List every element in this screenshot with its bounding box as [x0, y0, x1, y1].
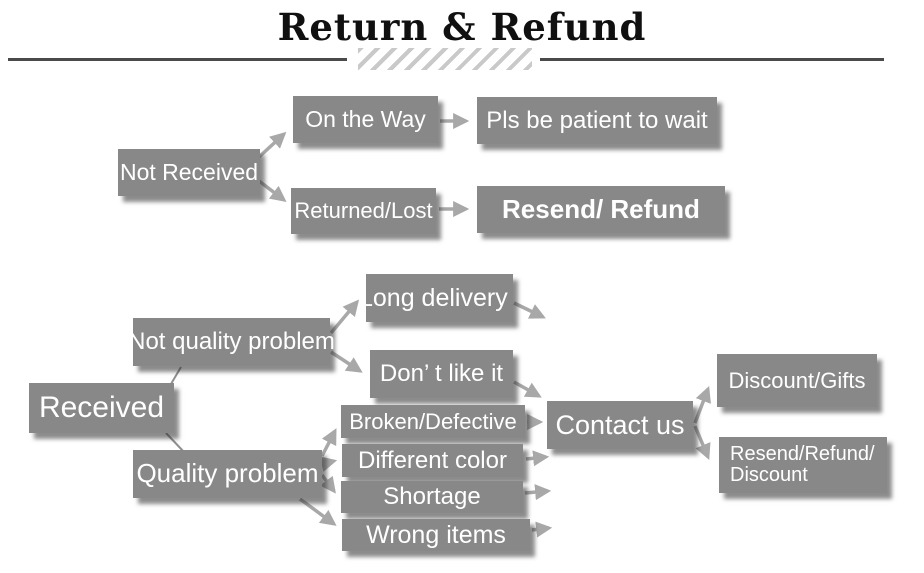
- arrow-quality-to-different-color: [319, 456, 338, 472]
- node-discount-gifts: Discount/Gifts: [717, 354, 877, 407]
- divider-line-right: [540, 58, 884, 61]
- arrow-long-delivery-to-contact-us: [513, 301, 546, 319]
- node-wrong-items: Wrong items: [342, 519, 530, 551]
- arrow-dont-like-it-to-contact-us: [513, 380, 542, 398]
- node-long-delivery: Long delivery: [359, 274, 513, 322]
- arrow-quality-to-shortage: [319, 473, 336, 494]
- node-resend-refund-discount-line1: Resend/Refund/: [730, 443, 875, 465]
- node-on-the-way: On the Way: [293, 96, 438, 143]
- arrow-wrong-items-to-contact-us: [531, 521, 553, 538]
- arrow-different-color-to-contact-us: [525, 450, 550, 467]
- node-resend-refund-discount: Resend/Refund/ Discount: [719, 437, 887, 493]
- arrow-not-received-to-on-the-way: [257, 131, 287, 159]
- node-quality-problem: Quality problem: [133, 450, 322, 498]
- arrow-contact-us-to-discount-gifts: [693, 385, 711, 424]
- arrow-quality-to-wrong-items: [298, 497, 337, 526]
- line-received-to-not-quality: [170, 366, 182, 385]
- divider-line-left: [8, 58, 347, 61]
- hatch-marks-decoration: [358, 48, 532, 70]
- node-dont-like-it: Don’ t like it: [370, 350, 513, 398]
- node-contact-us: Contact us: [547, 401, 693, 449]
- node-long-delivery-label: Long delivery: [359, 283, 508, 312]
- node-shortage: Shortage: [341, 481, 523, 513]
- page-title: Return & Refund: [277, 5, 647, 49]
- arrow-not-quality-to-long-delivery: [329, 299, 360, 335]
- node-broken-defective: Broken/Defective: [341, 405, 525, 438]
- arrow-not-received-to-returned-lost: [257, 179, 287, 202]
- arrow-quality-to-broken-defective: [320, 428, 337, 457]
- arrow-shortage-to-contact-us: [524, 484, 552, 501]
- node-not-quality-problem: Not quality problem: [128, 318, 335, 366]
- node-returned-lost: Returned/Lost: [291, 188, 436, 234]
- node-received: Received: [29, 383, 174, 433]
- node-not-received: Not Received: [118, 149, 260, 196]
- node-resend-refund-discount-line2: Discount: [730, 464, 808, 486]
- node-pls-be-patient: Pls be patient to wait: [477, 97, 717, 144]
- node-resend-refund: Resend/ Refund: [477, 186, 725, 233]
- node-different-color: Different color: [342, 444, 523, 477]
- arrow-not-quality-to-dont-like-it: [330, 350, 363, 373]
- arrow-contact-us-to-resend-refund-discount: [693, 425, 711, 460]
